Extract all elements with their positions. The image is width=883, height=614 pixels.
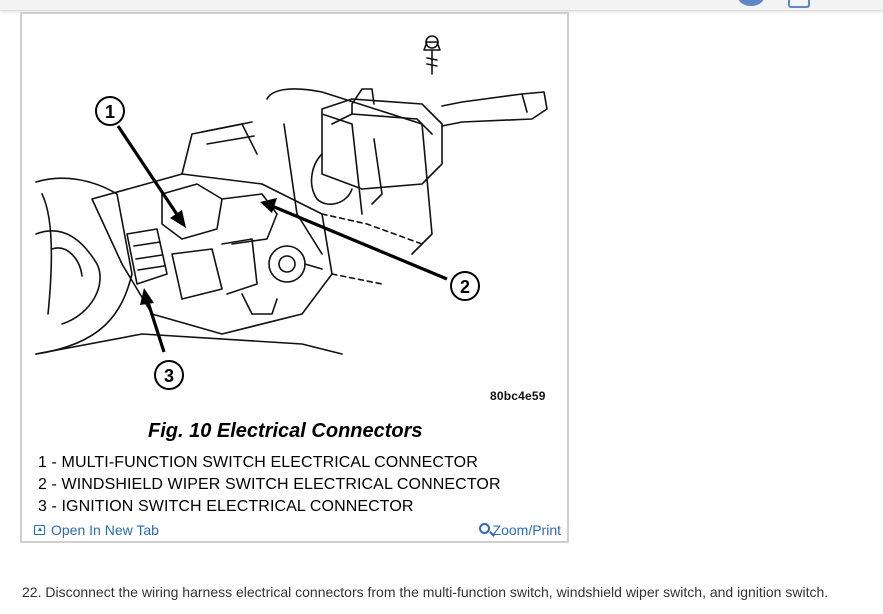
legend-item-2: 2 - WINDSHIELD WIPER SWITCH ELECTRICAL C… [38,476,501,493]
zoom-print-link[interactable]: Zoom/Print [478,522,561,538]
callout-2-label: 2 [460,277,470,297]
open-in-new-tab-icon [34,525,45,535]
browser-toolbar [0,0,883,11]
step-instruction: 22. Disconnect the wiring harness electr… [22,584,829,600]
callout-3-label: 3 [164,366,174,386]
wiring-diagram-image: 1 2 3 80bc4e59 Fig. 10 Electrical Connec… [22,14,567,519]
image-code: 80bc4e59 [490,389,546,403]
figure-title: Fig. 10 Electrical Connectors [148,420,423,442]
figure-actions: Open In New Tab Zoom/Print [22,519,567,543]
callout-3-circle [154,360,184,390]
profile-avatar-icon[interactable] [738,0,764,6]
zoom-print-label: Zoom/Print [492,522,561,538]
legend-item-3: 3 - IGNITION SWITCH ELECTRICAL CONNECTOR [38,498,414,515]
open-in-new-tab-link[interactable]: Open In New Tab [34,522,159,538]
open-in-new-tab-label: Open In New Tab [51,522,159,538]
steering-column-drawing: 1 2 3 [35,35,548,390]
callout-1-circle [95,96,125,126]
legend-item-1: 1 - MULTI-FUNCTION SWITCH ELECTRICAL CON… [38,454,478,471]
callout-1-label: 1 [105,102,115,122]
figure-card: 1 2 3 80bc4e59 Fig. 10 Electrical Connec… [20,12,569,543]
callout-2-circle [450,271,480,301]
menu-icon[interactable] [788,0,810,8]
zoom-icon [478,522,490,534]
